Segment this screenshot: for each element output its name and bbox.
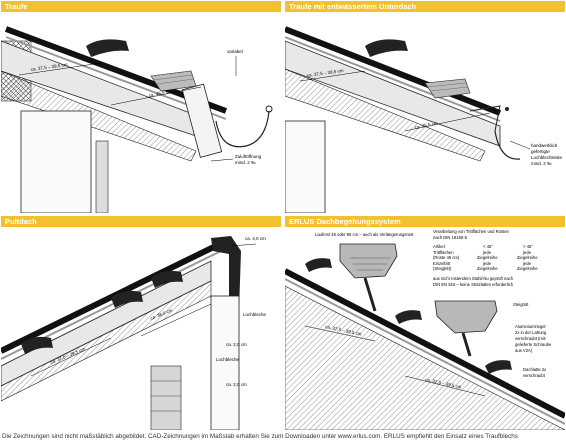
jede-2: jede [522,250,532,255]
dim-label-2: ca. 45,5 cm [414,121,438,130]
laufrost-label: Laufrost 46 oder 86 cm – auch als Verlän… [315,232,414,237]
board [1,70,197,162]
tile-profile [305,258,332,272]
panel-pultdach: Pultdach ca. 4,0 cm ca. 2,0 cm ca. 2,0 c… [1,216,281,430]
note-2: DIN EN 516 – keine Stützlatten erforderl… [433,282,514,287]
gutter [215,110,270,148]
dachbegehung-drawing: Laufrost 46 oder 86 cm – auch als Verlän… [285,229,565,430]
tile-profile [365,39,408,57]
hand-label-4: mind. 2 ‰ [531,161,552,166]
jede-1: jede [482,250,492,255]
tile-profile [21,336,53,354]
lt45: < 45° [483,244,493,249]
alu-3: verschraubt (mit- [515,336,547,341]
alu-4: gelieferte Schraube [515,342,552,347]
zieg-4: Ziegelreihe [517,266,538,271]
footer-note: Die Zeichnungen sind nicht maßstäblich a… [2,433,518,440]
alu-2: 2x in der Lattung [515,330,547,335]
dim-label-1: ca. 37,5 – 39,5 cm [306,68,344,78]
rafter [285,285,565,430]
wall [20,110,92,213]
zuluft-label: Zuluftöffnung [235,154,262,159]
traufe-drawing: ca. 37,5 – 39,5 cm ca. 45,5 cm variabel … [1,26,273,213]
roof-tiles [285,26,502,116]
tritt-2: (Roste 46 cm) [433,255,460,260]
pultdach-drawing: ca. 4,0 cm ca. 2,0 cm ca. 2,0 cm ca. 37,… [1,236,267,430]
zieg-1: Ziegelreihe [477,255,498,260]
jede-3: jede [482,261,492,266]
einzel-1: Einzeltritt [433,261,451,266]
panel-title: ERLUS Dachbegehungssystem [285,216,565,227]
ridge-cap [211,236,241,311]
variabel-label: variabel [227,49,243,54]
lochbleche-label-2: Lochbleche [216,357,240,362]
einzel-2: (Steigtritt) [433,266,452,271]
dim-line [18,62,102,76]
hand-label-1: handwerklich [531,143,558,148]
dim-c3: ca. 2,0 cm [226,382,247,387]
gt45: > 45° [523,244,533,249]
roof-tiles [1,238,228,354]
alu-1: Aluminiumziegel [515,324,546,329]
hand-label-2: gefertigte [531,149,550,154]
panel-traufe: Traufe [1,1,281,213]
unterdach-drawing: ca. 37,5 – 39,5 cm ca. 45,5 cm handwerkl… [285,26,563,213]
zuluft-value: mind. 2 ‰ [235,160,256,165]
tritt-1: Trittflächen [433,250,454,255]
jede-4: jede [522,261,532,266]
dachlatte-2: verschraubt [523,373,546,378]
hand-label-3: Lochblechleiste [531,155,563,160]
laufrost [339,243,398,279]
artikel: Artikel [433,244,445,249]
panel-title: Traufe mit entwässertem Unterdach [285,1,565,12]
brick [150,365,182,430]
panel-title: Traufe [1,1,281,12]
zieg-3: Ziegelreihe [477,266,498,271]
dim-c1: ca. 4,0 cm [245,236,266,241]
roof-tiles [285,268,565,419]
gutter [494,130,521,160]
wall [210,295,240,430]
fascia [181,83,223,158]
panel-title: Pultdach [1,216,281,227]
steigtritt [434,300,498,334]
alu-5: aus V2A) [515,348,533,353]
lochbleche-label-1: Lochbleche [243,312,267,317]
note-1: aus nicht rostendem Stahl/Alu geprüft na… [433,276,514,281]
dim-label-2: ca. 45,5 cm [148,89,172,98]
zieg-2: Ziegelreihe [517,255,538,260]
verarb-1: Verarbeitung von Trittflächen und Rosten [433,229,510,234]
rafter [285,40,501,147]
dim-label-1: ca. 37,5 – 39,5 cm [30,62,68,72]
board [285,68,486,162]
panel-traufe-unterdach: Traufe mit entwässertem Unterdach ca. 37… [285,1,565,213]
dachlatte-1: Dachlatte 2x [523,367,547,372]
steigtritt-label: Steigtritt [513,302,529,307]
bracket [469,105,501,132]
panel-dachbegehung: ERLUS Dachbegehungssystem Laufrost 46 od… [285,216,565,430]
tile-profile [86,39,129,57]
dim-c2: ca. 2,0 cm [226,342,247,347]
verarb-2: nach DIN 18160-5 [433,235,468,240]
